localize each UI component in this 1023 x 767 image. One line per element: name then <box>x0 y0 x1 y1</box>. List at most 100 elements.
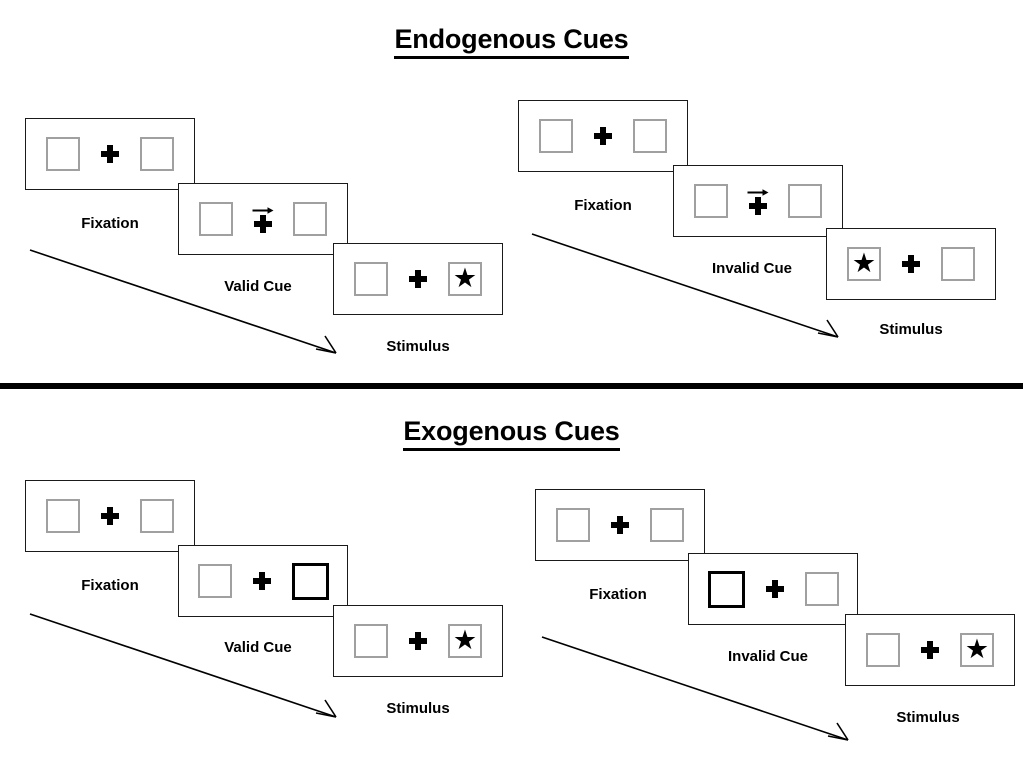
exogenous-title: Exogenous Cues <box>0 416 1023 451</box>
arrow-right-icon <box>252 206 275 215</box>
panel-content <box>536 490 704 560</box>
left-box <box>539 119 573 153</box>
section-endogenous: Endogenous Cues Fixation <box>0 24 1023 363</box>
fixation-cross <box>607 505 633 545</box>
plus-icon <box>254 215 272 233</box>
plus-icon <box>409 270 427 288</box>
panel-label-stimulus: Stimulus <box>879 321 943 338</box>
right-box <box>633 119 667 153</box>
star-icon: ★ <box>851 247 877 278</box>
section-exogenous: Exogenous Cues Fixation <box>0 392 1023 767</box>
right-box <box>650 508 684 542</box>
star-icon: ★ <box>964 633 990 664</box>
plus-icon <box>594 127 612 145</box>
plus-icon <box>749 197 767 215</box>
right-box <box>140 137 174 171</box>
left-box <box>694 184 728 218</box>
section-divider <box>0 383 1023 389</box>
panel-fixation[interactable] <box>25 480 195 552</box>
timeline-arrow-endogenous-invalid <box>530 232 850 347</box>
fixation-cross <box>250 199 276 239</box>
right-box-cued <box>291 562 329 600</box>
fixation-cross <box>97 134 123 174</box>
panel-content: ★ <box>334 606 502 676</box>
panel-content <box>674 166 842 236</box>
panel-label-invalid-cue: Invalid Cue <box>711 260 793 277</box>
panel-content: ★ <box>334 244 502 314</box>
plus-icon <box>409 632 427 650</box>
fixation-cross <box>249 561 275 601</box>
panel-fixation[interactable] <box>535 489 705 561</box>
panel-label-fixation: Fixation <box>589 586 647 603</box>
right-box: ★ <box>448 624 482 658</box>
panel-label-fixation: Fixation <box>81 215 139 232</box>
right-box <box>788 184 822 218</box>
plus-icon <box>902 255 920 273</box>
panel-label-fixation: Fixation <box>81 577 139 594</box>
arrow-right-icon <box>747 188 770 197</box>
panel-label-invalid-cue: Invalid Cue <box>727 648 809 665</box>
fixation-cross <box>97 496 123 536</box>
timeline-arrow-endogenous-valid <box>28 248 348 363</box>
plus-icon <box>101 145 119 163</box>
fixation-cross <box>405 621 431 661</box>
fixation-cross <box>898 244 924 284</box>
endogenous-title: Endogenous Cues <box>0 24 1023 59</box>
right-box <box>140 499 174 533</box>
panel-valid-cue[interactable] <box>178 183 348 255</box>
left-box <box>197 564 232 598</box>
left-box <box>354 624 388 658</box>
panel-stimulus[interactable]: ★ <box>333 243 503 315</box>
panel-label-stimulus: Stimulus <box>386 338 450 355</box>
panel-content <box>26 481 194 551</box>
panel-content <box>689 554 857 624</box>
fixation-cross <box>917 630 943 670</box>
panel-invalid-cue[interactable] <box>688 553 858 625</box>
fixation-cross <box>590 116 616 156</box>
left-box <box>199 202 233 236</box>
panel-stimulus[interactable]: ★ <box>333 605 503 677</box>
star-icon: ★ <box>452 262 478 293</box>
panel-valid-cue[interactable] <box>178 545 348 617</box>
panel-fixation[interactable] <box>25 118 195 190</box>
left-box: ★ <box>847 247 881 281</box>
panel-content: ★ <box>846 615 1014 685</box>
plus-icon <box>765 580 784 598</box>
plus-icon <box>101 507 119 525</box>
panel-label-stimulus: Stimulus <box>386 700 450 717</box>
star-icon: ★ <box>452 624 478 655</box>
exogenous-title-text: Exogenous Cues <box>403 416 620 451</box>
panel-content <box>179 184 347 254</box>
left-box-cued <box>707 570 745 608</box>
panel-content: ★ <box>827 229 995 299</box>
panel-invalid-cue[interactable] <box>673 165 843 237</box>
right-box: ★ <box>960 633 994 667</box>
endogenous-title-text: Endogenous Cues <box>394 24 629 59</box>
panel-content <box>519 101 687 171</box>
left-box <box>46 137 80 171</box>
right-box <box>941 247 975 281</box>
left-box <box>866 633 900 667</box>
fixation-cross <box>405 259 431 299</box>
timeline-arrow-exogenous-valid <box>28 612 348 727</box>
plus-icon <box>611 516 629 534</box>
left-box <box>354 262 388 296</box>
panel-content <box>179 546 347 616</box>
fixation-cross <box>762 569 788 609</box>
panel-fixation[interactable] <box>518 100 688 172</box>
panel-label-valid-cue: Valid Cue <box>224 278 292 295</box>
right-box <box>293 202 327 236</box>
timeline-arrow-exogenous-invalid <box>540 635 860 750</box>
panel-stimulus[interactable]: ★ <box>826 228 996 300</box>
panel-label-valid-cue: Valid Cue <box>224 639 292 656</box>
panel-stimulus[interactable]: ★ <box>845 614 1015 686</box>
left-box <box>46 499 80 533</box>
left-box <box>556 508 590 542</box>
right-box <box>804 572 839 606</box>
panel-label-stimulus: Stimulus <box>896 709 960 726</box>
plus-icon <box>921 641 939 659</box>
fixation-cross <box>745 181 771 221</box>
right-box: ★ <box>448 262 482 296</box>
plus-icon <box>252 572 271 590</box>
panel-content <box>26 119 194 189</box>
